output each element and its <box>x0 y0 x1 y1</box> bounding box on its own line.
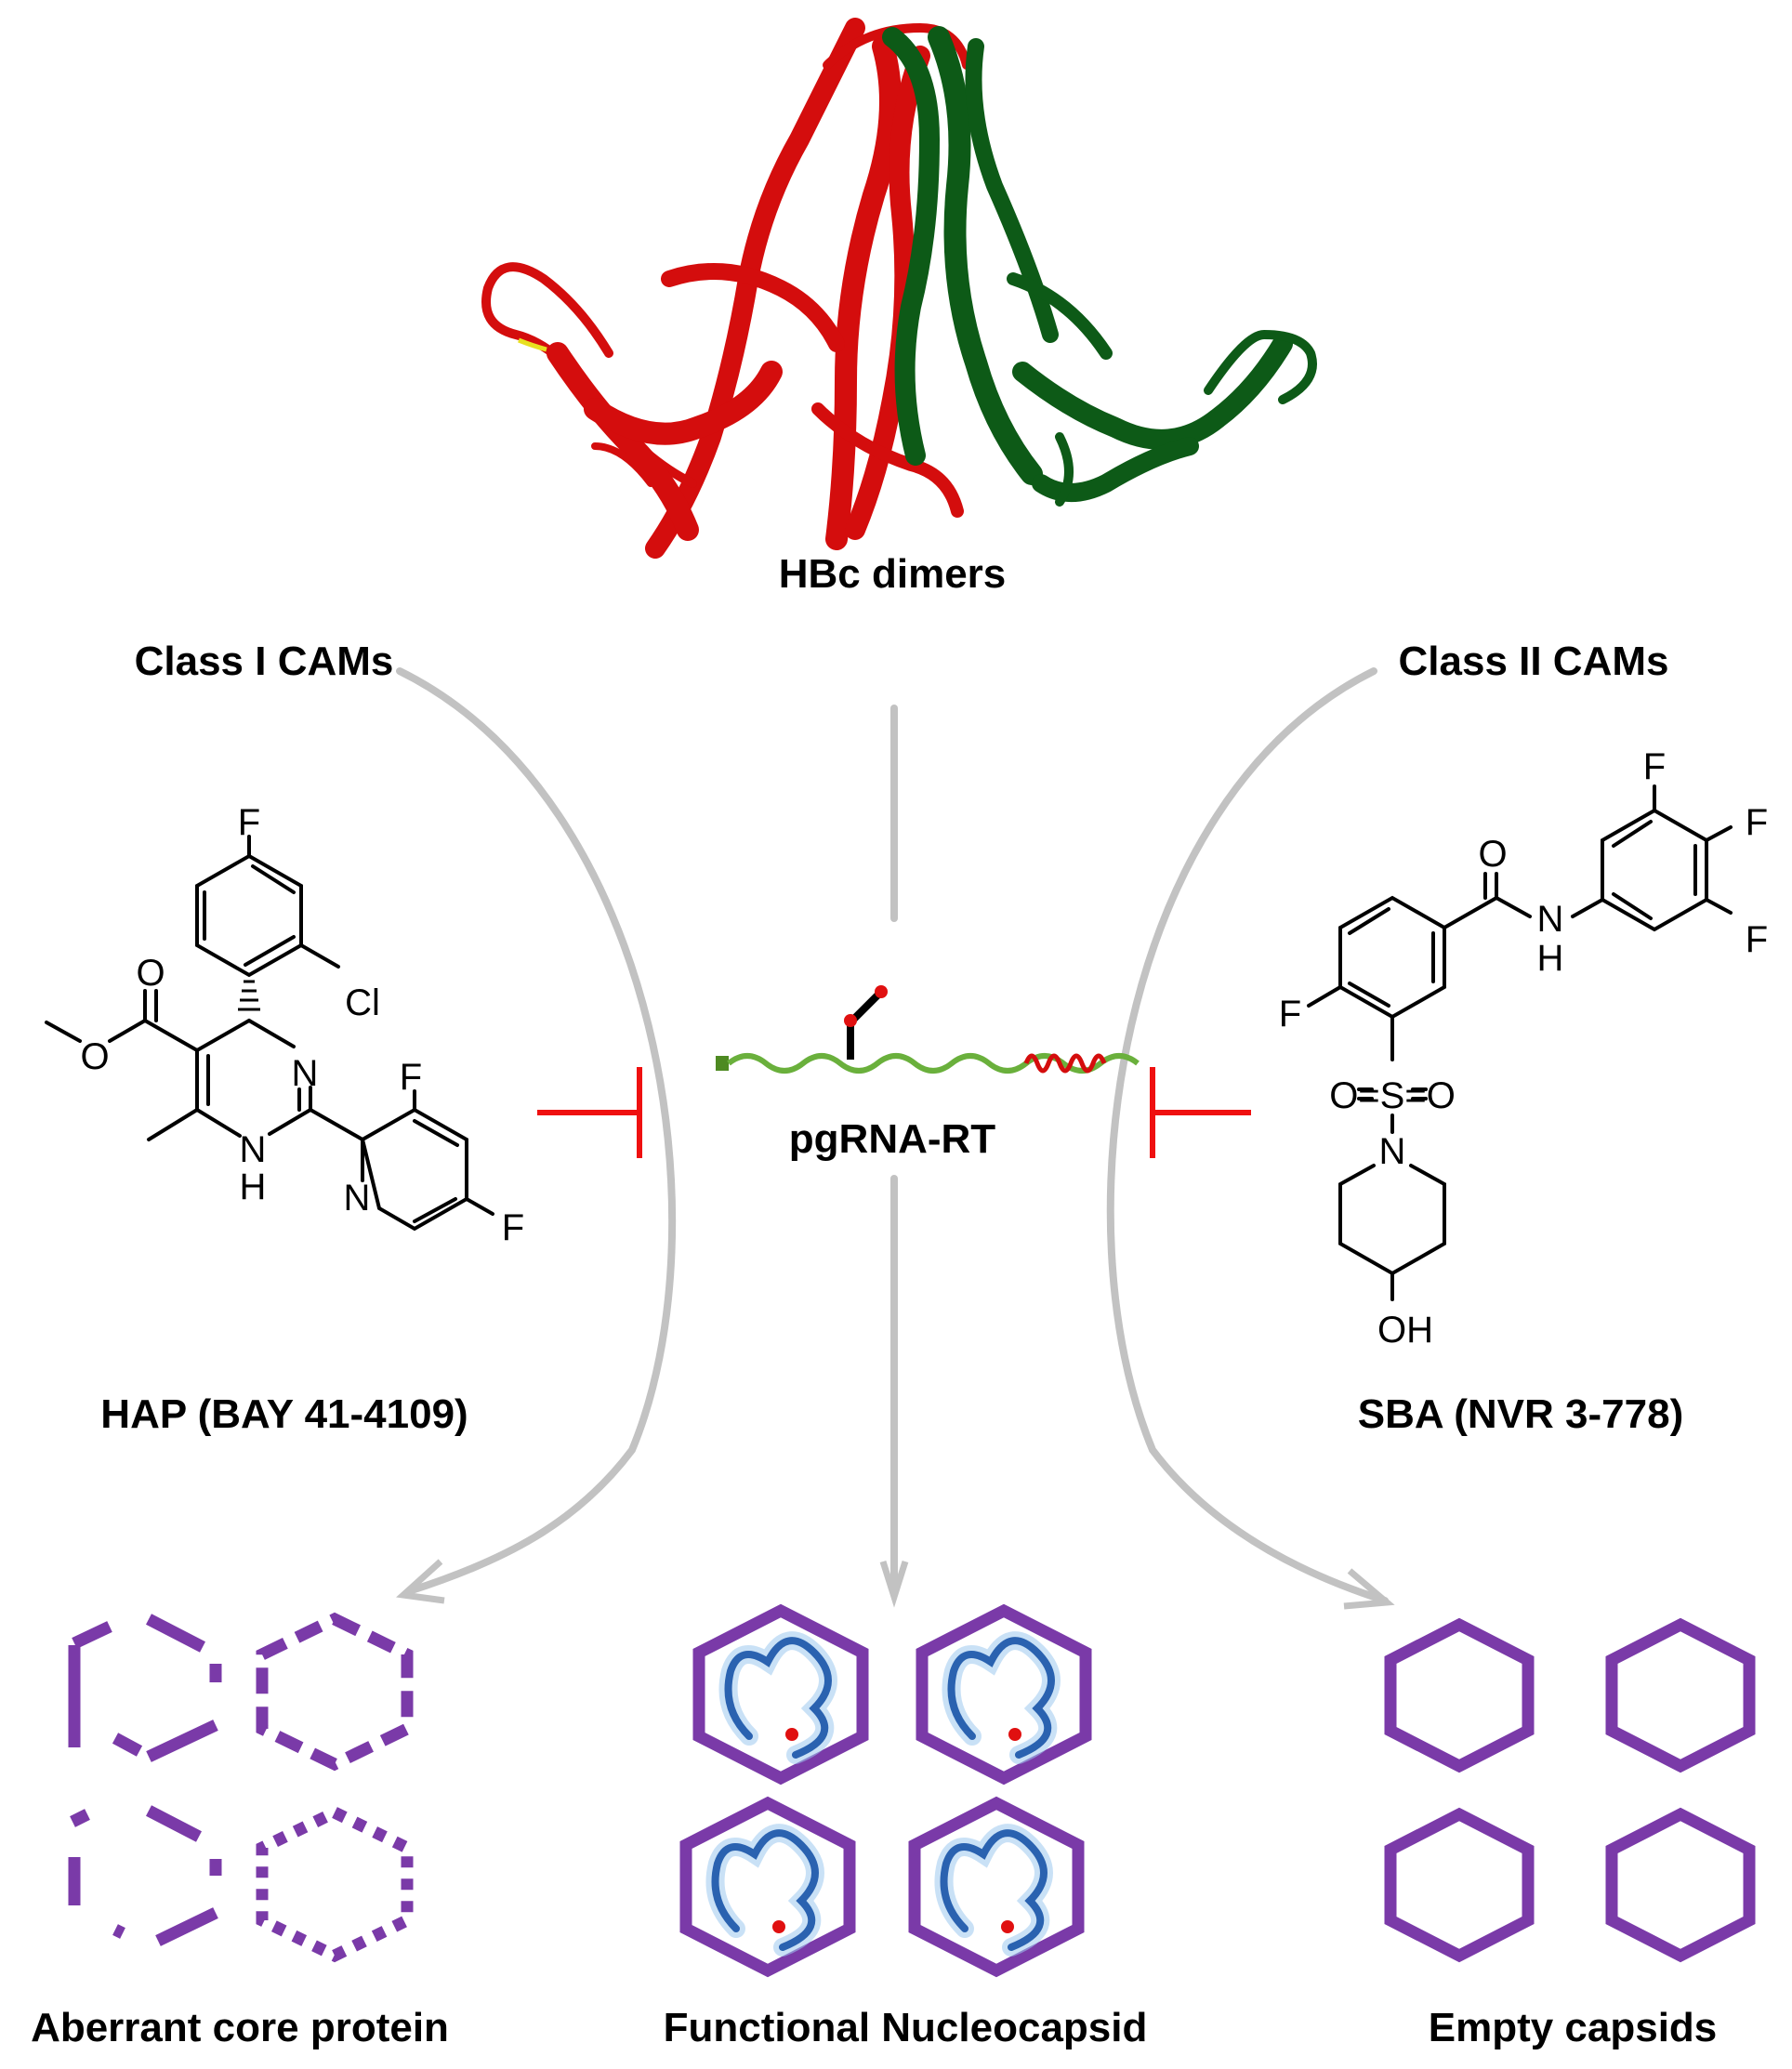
hap-atom-f-pyr: F <box>400 1057 422 1098</box>
chain-a-ribbon <box>481 18 971 559</box>
nucleocapsid-2 <box>916 1603 1092 1786</box>
out-left-label: Aberrant core protein <box>31 2005 449 2050</box>
sba-atom-sulfonyl: O=S=O <box>1329 1075 1456 1116</box>
empty-capsid-3 <box>1384 1807 1535 1963</box>
hap-atom-cl: Cl <box>345 982 380 1023</box>
flow-arrows <box>396 667 1395 1610</box>
functional-capsid-group <box>679 1603 1092 1978</box>
arrow-right-curve <box>1106 667 1389 1604</box>
sba-structure <box>1307 784 1733 1301</box>
sba-atom-f-ring: F <box>1279 994 1301 1034</box>
arrow-left-curve <box>396 667 677 1595</box>
arrowhead-right <box>1343 1568 1395 1610</box>
chain-b-ribbon <box>882 26 1317 507</box>
nucleocapsid-4 <box>908 1796 1085 1978</box>
hap-atom-f-top: F <box>238 802 260 843</box>
empty-capsid-2 <box>1605 1617 1756 1773</box>
protein-ribbon-icon <box>481 18 1317 559</box>
sba-atom-nh-h: H <box>1537 938 1564 979</box>
hap-atom-o-carbonyl: O <box>136 953 165 994</box>
dimers-label: HBc dimers <box>779 551 1007 597</box>
hap-atom-n-pyr: N <box>344 1178 371 1219</box>
empty-capsid-4 <box>1605 1807 1756 1963</box>
nucleocapsid-3 <box>679 1796 856 1978</box>
empty-capsid-1 <box>1384 1617 1535 1773</box>
aberrant-capsid-group <box>68 1612 414 1963</box>
empty-capsid-group <box>1384 1617 1756 1963</box>
sba-atom-o-amide: O <box>1478 834 1507 875</box>
hap-atom-f-pyr2: F <box>502 1207 524 1248</box>
hap-atom-n-ring: N <box>292 1053 319 1094</box>
rna-strand-icon <box>716 985 1140 1074</box>
sba-atom-n-pip: N <box>1379 1131 1406 1172</box>
out-right-label: Empty capsids <box>1429 2005 1718 2050</box>
class2-label: Class II CAMs <box>1399 639 1669 684</box>
broken-hexagon-1 <box>68 1614 222 1762</box>
sba-atom-nh-n: N <box>1537 899 1564 940</box>
sba-atom-f1: F <box>1643 746 1666 787</box>
broken-hexagon-3 <box>68 1805 222 1946</box>
inhibition-bar-left-icon <box>537 1067 642 1158</box>
hap-atom-labels: F Cl O O N N H F N F <box>80 802 524 1248</box>
compound2-label: SBA (NVR 3-778) <box>1358 1391 1683 1437</box>
nucleocapsid-1 <box>692 1603 869 1786</box>
out-center-label: Functional Nucleocapsid <box>664 2005 1148 2050</box>
center-label: pgRNA-RT <box>789 1116 996 1162</box>
sba-atom-oh: OH <box>1377 1310 1433 1351</box>
inhibition-bar-right-icon <box>1150 1067 1251 1158</box>
class1-label: Class I CAMs <box>135 639 394 684</box>
arrowhead-center <box>879 1560 909 1608</box>
hap-atom-nh-n: N <box>240 1129 267 1170</box>
broken-hexagon-2 <box>256 1612 414 1772</box>
sba-atom-f3: F <box>1746 919 1768 960</box>
hap-structure <box>45 835 494 1232</box>
hap-atom-o-ester: O <box>80 1036 109 1077</box>
broken-hexagon-4 <box>256 1805 414 1963</box>
arrowhead-left <box>396 1559 445 1604</box>
hap-atom-nh-h: H <box>240 1166 267 1207</box>
loop-yellow <box>518 337 547 352</box>
sba-atom-f2: F <box>1746 802 1768 843</box>
compound1-label: HAP (BAY 41-4109) <box>100 1391 468 1437</box>
sba-atom-labels: F F F O N H F O=S=O N OH <box>1279 746 1768 1351</box>
